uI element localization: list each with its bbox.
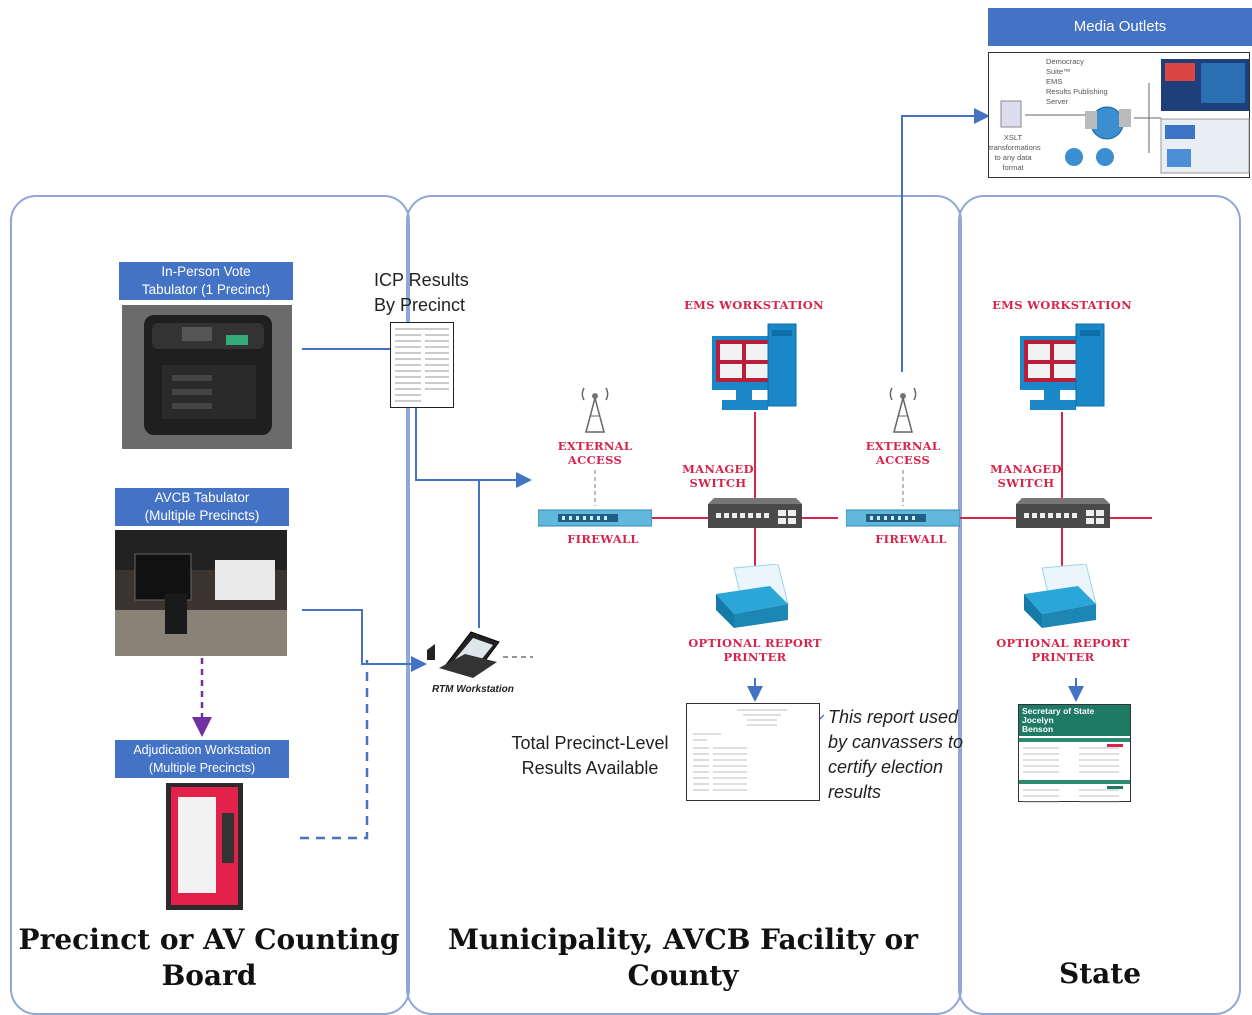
results-sheet-graphic — [395, 328, 449, 402]
state-antenna — [886, 386, 920, 434]
icp-results-sheet — [390, 322, 454, 408]
icp-tabulator-label: In-Person Vote Tabulator (1 Precinct) — [119, 262, 293, 300]
antenna-icon — [889, 387, 917, 433]
muni-firewall — [537, 508, 653, 528]
muni-printer-label: OPTIONAL REPORT PRINTER — [688, 636, 822, 664]
printer-icon — [1024, 563, 1097, 628]
firewall-icon — [537, 509, 653, 527]
tabulator-icon — [122, 305, 292, 449]
state-managed-label: MANAGED SWITCH — [990, 462, 1062, 490]
switch-icon — [1016, 498, 1110, 528]
state-title: State — [1058, 957, 1142, 990]
media-diagram-text: Democracy Suite™ EMS Results Publishing … — [1046, 57, 1108, 106]
adjudication-photo — [166, 783, 243, 910]
muni-antenna — [578, 386, 612, 434]
state-report: Secretary of State Jocelyn Benson — [1018, 704, 1131, 803]
muni-managed-label: MANAGED SWITCH — [682, 462, 754, 490]
workstation-icon — [1020, 323, 1105, 410]
antenna-icon — [581, 387, 609, 433]
icp-tabulator-image — [122, 305, 292, 449]
muni-printer — [716, 563, 794, 628]
muni-switch — [708, 498, 802, 530]
state-firewall — [845, 508, 961, 528]
switch-icon — [708, 498, 802, 528]
adjudication-label: Adjudication Workstation (Multiple Preci… — [115, 740, 289, 778]
media-outlets-label: Media Outlets — [988, 8, 1252, 46]
media-diagram-graphic — [1000, 59, 1250, 174]
state-ems-workstation — [1020, 322, 1108, 414]
laptop-icon — [427, 631, 500, 678]
muni-external-label: EXTERNAL ACCESS — [557, 439, 633, 467]
state-ems-label: EMS WORKSTATION — [992, 298, 1132, 312]
municipality-title: Municipality, AVCB Facility or County — [448, 923, 918, 992]
adjudication-image — [166, 783, 243, 910]
state-printer — [1024, 563, 1102, 628]
media-xslt-text: XSLT transformations to any data format — [989, 133, 1041, 172]
avcb-tabulator-label: AVCB Tabulator (Multiple Precincts) — [115, 488, 289, 526]
muni-ems-label: EMS WORKSTATION — [684, 298, 824, 312]
rtm-label: RTM Workstation — [432, 684, 514, 695]
media-diagram: Democracy Suite™ EMS Results Publishing … — [988, 52, 1250, 178]
precinct-title: Precinct or AV Counting Board — [18, 923, 400, 992]
muni-firewall-label: FIREWALL — [567, 532, 639, 546]
muni-report-sheet — [686, 703, 820, 801]
report-note: This report used by canvassers to certif… — [828, 707, 964, 802]
printer-icon — [716, 563, 789, 628]
muni-ems-workstation — [712, 322, 800, 414]
firewall-icon — [845, 509, 961, 527]
state-printer-label: OPTIONAL REPORT PRINTER — [996, 636, 1130, 664]
report-sheet-graphic — [693, 709, 787, 791]
total-precinct-text: Total Precinct-Level Results Available — [511, 733, 669, 778]
state-switch — [1016, 498, 1110, 530]
avcb-tabulator-image — [115, 530, 287, 656]
workstation-icon — [712, 323, 797, 410]
avcb-photo — [115, 530, 287, 656]
rtm-workstation — [425, 628, 505, 682]
state-firewall-label: FIREWALL — [875, 532, 947, 546]
state-report-graphic — [1019, 738, 1130, 803]
icp-results-label: ICP Results By Precinct — [374, 270, 469, 315]
state-external-label: EXTERNAL ACCESS — [865, 439, 941, 467]
state-report-header: Secretary of State Jocelyn Benson — [1019, 705, 1130, 736]
